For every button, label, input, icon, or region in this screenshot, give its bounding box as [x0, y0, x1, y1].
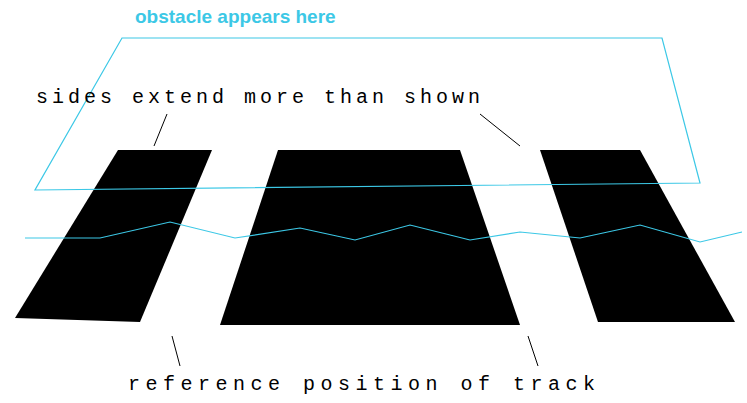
leader-line: [154, 114, 167, 146]
leader-line: [480, 114, 520, 146]
right-band: [540, 150, 735, 322]
note-label: reference position of track: [128, 373, 601, 396]
note-label: sides extend more than shown: [36, 86, 484, 109]
middle-band: [220, 150, 520, 325]
leader-line: [528, 336, 538, 366]
left-band: [15, 150, 212, 322]
track-zigzag: [25, 222, 742, 242]
obstacle-region: [35, 38, 700, 190]
region-label: obstacle appears here: [135, 6, 336, 28]
leader-line: [172, 336, 180, 366]
